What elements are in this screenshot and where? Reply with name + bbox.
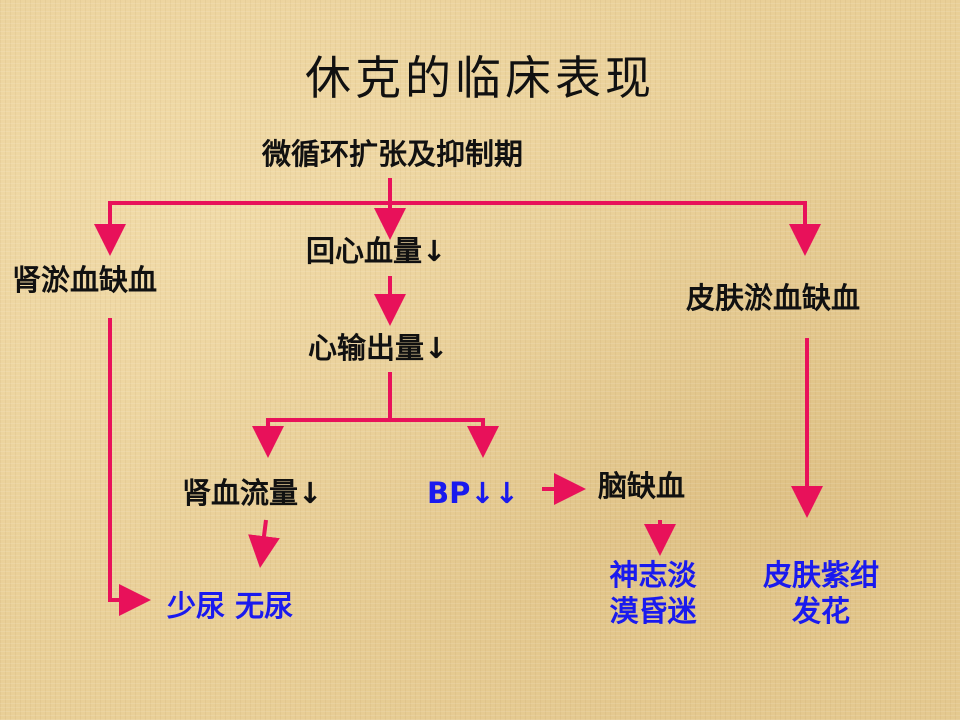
skin-cyanosis-line1: 皮肤紫绀 [762, 558, 879, 592]
skin-cyanosis-label: 皮肤紫绀 发花 [740, 557, 902, 629]
arrow-kidney-to-urine [108, 318, 151, 616]
stage-label: 微循环扩张及抑制期 [262, 137, 524, 171]
slide-title: 休克的临床表现 [305, 51, 655, 105]
arrow-to-renal-flow [252, 418, 390, 458]
skin-stasis-label: 皮肤淤血缺血 [686, 281, 861, 315]
kidney-stasis-label: 肾淤血缺血 [12, 263, 158, 297]
urine-label: 少尿 无尿 [167, 589, 294, 623]
mind-label: 神志淡 漠昏迷 [590, 557, 716, 629]
arrow-to-bp [390, 418, 499, 458]
arrow-renal-to-urine [248, 519, 280, 568]
cardiac-output-label: 心输出量↓ [308, 331, 449, 365]
brain-ischemia-label: 脑缺血 [598, 469, 686, 503]
renal-flow-label: 肾血流量↓ [182, 476, 323, 510]
arrow-to-skin-stasis [390, 201, 821, 256]
skin-cyanosis-line2: 发花 [791, 594, 850, 628]
bp-label: BP↓↓ [427, 476, 519, 510]
venous-return-label: 回心血量↓ [306, 234, 447, 268]
mind-label-line2: 漠昏迷 [609, 594, 697, 628]
mind-label-line1: 神志淡 [609, 558, 697, 592]
arrow-to-kidney-stasis [94, 201, 390, 256]
